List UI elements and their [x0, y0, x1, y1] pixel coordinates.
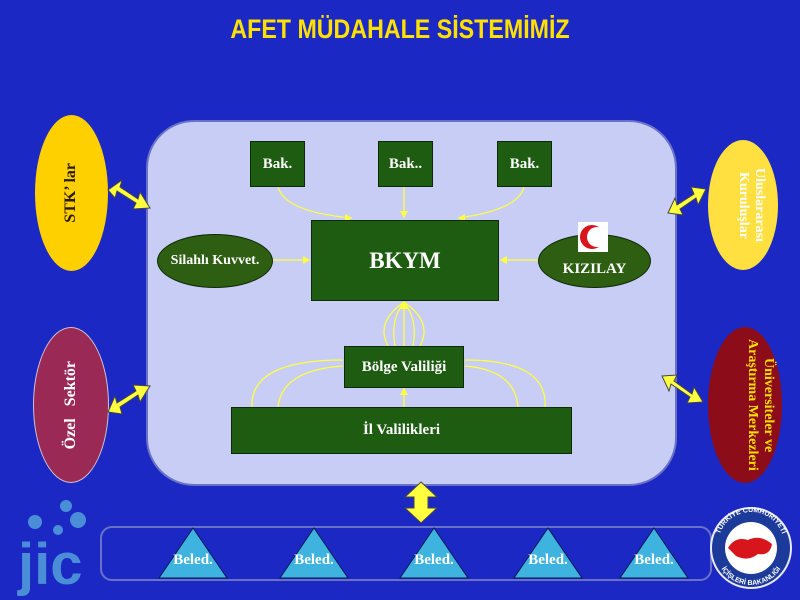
svg-text:jic: jic — [17, 532, 83, 597]
municipality-triangle-5 — [619, 527, 689, 579]
bkym-box: BKYM — [311, 220, 499, 301]
municipality-label-2: Beled. — [294, 552, 334, 568]
ministry-box-3: Bak. — [497, 141, 552, 187]
arrow-private-panel — [107, 384, 151, 415]
kizilay-label: KIZILAY — [562, 260, 627, 277]
arrow-stk-panel — [107, 178, 151, 210]
international-orgs-ellipse: Uluslararası Kuruluşlar — [708, 140, 778, 270]
universities-ellipse: Üniversiteler ve Araştırma Merkezleri — [708, 327, 782, 483]
municipality-label-4: Beled. — [528, 552, 568, 568]
municipality-label-3: Beled. — [414, 552, 454, 568]
stk-ellipse: STK’ lar — [35, 115, 108, 271]
provincial-governors-box: İl Valilikleri — [231, 407, 572, 454]
municipality-triangle-1 — [158, 527, 228, 579]
ministry-box-2: Bak.. — [378, 141, 433, 187]
arrow-panel-municipalities — [403, 481, 439, 524]
municipality-triangle-2 — [279, 527, 349, 579]
municipality-label-5: Beled. — [634, 552, 674, 568]
private-sector-ellipse: Özel Sektör — [33, 327, 109, 483]
ministry-box-1: Bak. — [250, 141, 305, 187]
arrow-universities-panel — [661, 374, 704, 404]
municipality-triangle-4 — [513, 527, 583, 579]
international-orgs-label: Uluslararası Kuruluşlar — [735, 168, 767, 242]
armed-forces-oval: Silahlı Kuvvet. — [157, 234, 273, 288]
universities-label: Üniversiteler ve Araştırma Merkezleri — [744, 339, 776, 471]
arrow-international-panel — [667, 186, 707, 216]
municipality-label-1: Beled. — [173, 552, 213, 568]
regional-governor-box: Bölge Valiliği — [344, 346, 464, 388]
page-title: AFET MÜDAHALE SİSTEMİMİZ — [230, 14, 570, 44]
municipality-triangle-3 — [399, 527, 469, 579]
